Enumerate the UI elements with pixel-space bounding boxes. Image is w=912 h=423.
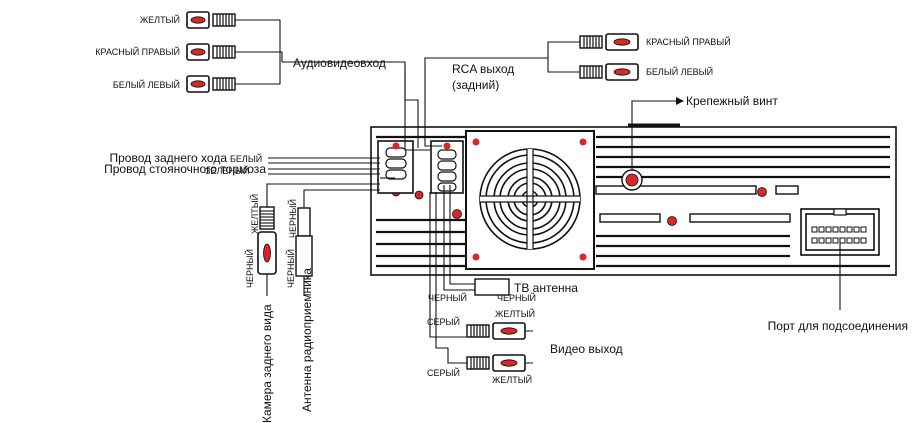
av-input-plugs bbox=[186, 11, 236, 93]
cooling-fan bbox=[465, 130, 595, 270]
rca-out-title: RCA выход bbox=[452, 62, 514, 76]
harness-port bbox=[800, 208, 880, 256]
port-label: Порт для подсоединения bbox=[768, 319, 908, 333]
tv-antenna-color-b: ЧЕРНЫЙ bbox=[497, 292, 536, 303]
av-in-red-right-label: КРАСНЫЙ ПРАВЫЙ bbox=[95, 46, 180, 57]
rca-out-red-right-label: КРАСНЫЙ ПРАВЫЙ bbox=[646, 36, 731, 47]
rear-camera-plug bbox=[257, 206, 277, 296]
reverse-wire-label: Провод заднего хода bbox=[109, 151, 227, 165]
tv-antenna-plug bbox=[474, 278, 510, 296]
reverse-wire-color: БЕЛЫЙ bbox=[230, 153, 262, 164]
camera-bottom-color: ЧЕРНЫЙ bbox=[244, 249, 255, 288]
av-input-title: Аудиовидеовход bbox=[293, 56, 386, 70]
video-out-plugs bbox=[466, 322, 526, 372]
av-in-yellow-label: ЖЕЛТЫЙ bbox=[140, 14, 180, 25]
parking-wire-label: Провод стояночного тормоза bbox=[104, 162, 266, 176]
video-out-label: Видео выход bbox=[550, 342, 623, 356]
tv-antenna-label: ТВ антенна bbox=[514, 281, 578, 295]
video-out-top-gray: СЕРЫЙ bbox=[427, 316, 460, 327]
av-connector-block bbox=[377, 140, 464, 194]
parking-wire-color: ЗЕЛЕНЫЙ bbox=[205, 165, 249, 176]
video-out-bottom-gray: СЕРЫЙ bbox=[427, 367, 460, 378]
video-out-bottom-yellow: ЖЕЛТЫЙ bbox=[492, 374, 532, 385]
tv-antenna-color-a: ЧЕРНЫЙ bbox=[428, 292, 467, 303]
radio-antenna-plug bbox=[295, 207, 313, 296]
radio-bottom-color: ЧЕРНЫЙ bbox=[285, 249, 296, 288]
mounting-screw-label: Крепежный винт bbox=[686, 94, 778, 108]
radio-antenna-label: Антенна радиоприемника bbox=[300, 268, 314, 412]
rca-out-white-left-label: БЕЛЫЙ ЛЕВЫЙ bbox=[646, 66, 713, 77]
rca-output-plugs bbox=[579, 33, 639, 81]
rear-camera-label: Камера заднего вида bbox=[260, 304, 274, 423]
video-out-top-yellow: ЖЕЛТЫЙ bbox=[495, 308, 535, 319]
av-in-white-left-label: БЕЛЫЙ ЛЕВЫЙ bbox=[113, 79, 180, 90]
rca-out-subtitle: (задний) bbox=[452, 78, 499, 92]
radio-top-color: ЧЕРНЫЙ bbox=[287, 199, 298, 238]
mounting-screw bbox=[621, 169, 643, 191]
camera-top-color: ЖЕЛТЫЙ bbox=[249, 194, 260, 234]
